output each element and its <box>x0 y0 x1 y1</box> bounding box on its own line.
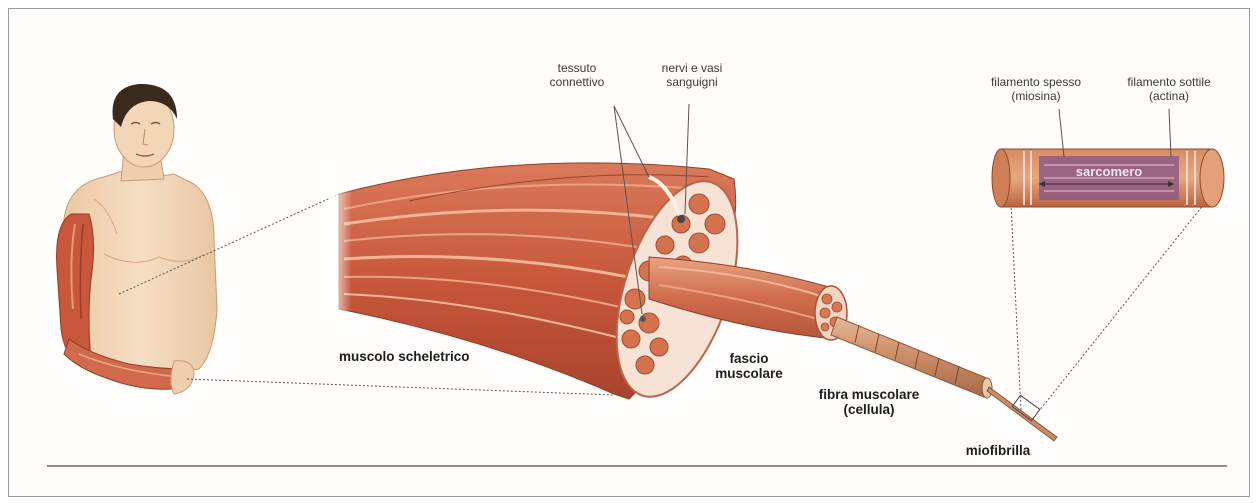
muscle-fiber <box>831 317 1057 441</box>
label-nervi-vasi: nervi e vasi sanguigni <box>647 61 737 89</box>
label-sottile-line2: (actina) <box>1109 89 1229 103</box>
label-spesso-line2: (miosina) <box>971 89 1101 103</box>
label-filamento-spesso: filamento spesso (miosina) <box>971 75 1101 103</box>
label-nervi-line1: nervi e vasi <box>647 61 737 75</box>
human-figure <box>57 84 217 394</box>
label-miofibrilla: miofibrilla <box>953 443 1043 458</box>
label-tessuto-line1: tessuto <box>537 61 617 75</box>
label-fascio-muscolare: fascio muscolare <box>709 351 789 381</box>
label-fibra-muscolare: fibra muscolare (cellula) <box>809 387 929 417</box>
label-fascio-line2: muscolare <box>709 366 789 381</box>
label-filamento-sottile: filamento sottile (actina) <box>1109 75 1229 103</box>
diagram-frame: tessuto connettivo nervi e vasi sanguign… <box>8 8 1250 497</box>
label-fibra-line2: (cellula) <box>809 402 929 417</box>
label-tessuto-connettivo: tessuto connettivo <box>537 61 617 89</box>
label-spesso-line1: filamento spesso <box>971 75 1101 89</box>
label-fascio-line1: fascio <box>709 351 789 366</box>
label-tessuto-line2: connettivo <box>537 75 617 89</box>
label-fibra-line1: fibra muscolare <box>809 387 929 402</box>
label-nervi-line2: sanguigni <box>647 75 737 89</box>
label-sottile-line1: filamento sottile <box>1109 75 1229 89</box>
label-muscolo-scheletrico: muscolo scheletrico <box>339 349 499 364</box>
bottom-rule <box>47 465 1227 467</box>
label-sarcomero: sarcomero <box>1054 164 1164 179</box>
